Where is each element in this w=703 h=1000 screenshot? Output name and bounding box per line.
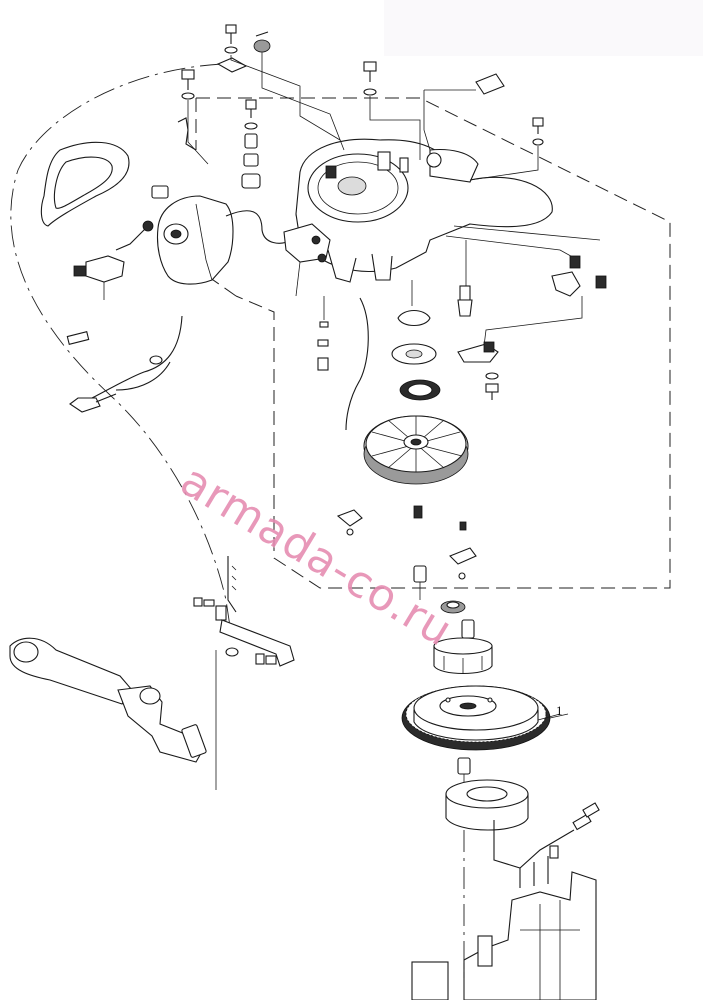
- right-small-parts: [317, 255, 607, 400]
- pawls-and-springs: [336, 505, 477, 600]
- engine-block: [411, 830, 597, 1000]
- flywheel-nut-and-cup: [433, 600, 493, 674]
- control-housing: [66, 185, 293, 345]
- starter-internals: [363, 309, 469, 485]
- steering-shaft: [9, 637, 207, 763]
- top-fasteners: [177, 24, 544, 189]
- throttle-cable: [69, 297, 369, 431]
- stator-assembly: [445, 757, 600, 888]
- starter-cover: [295, 138, 553, 283]
- control-linkage: [193, 556, 295, 790]
- cover-bracket: [283, 223, 331, 297]
- callout-leader: [537, 713, 561, 721]
- corner-patch: [384, 0, 703, 56]
- handle-grip: [40, 141, 130, 227]
- callout-number-1: 1: [556, 703, 563, 718]
- flywheel: [401, 685, 569, 751]
